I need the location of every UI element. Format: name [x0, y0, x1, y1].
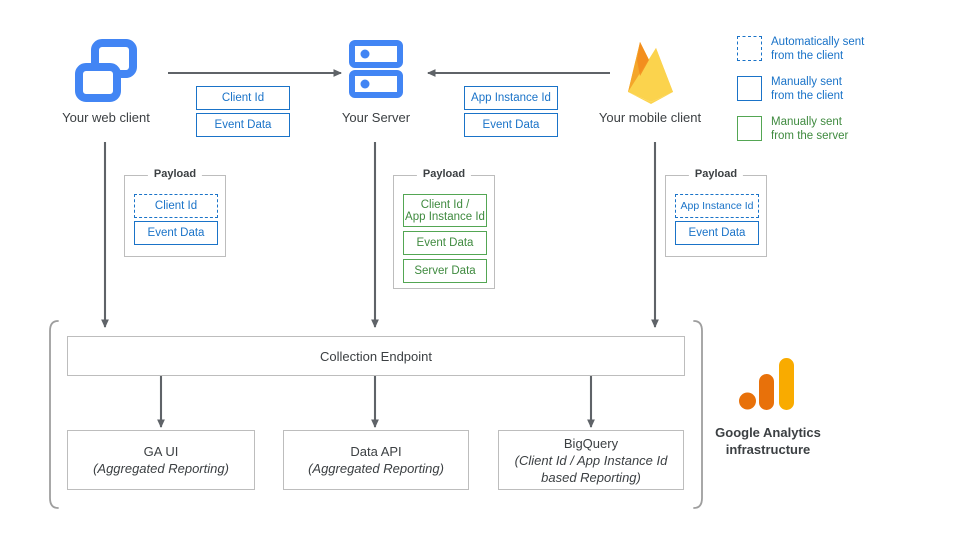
chip-label: Client Id / App Instance Id	[405, 198, 485, 223]
payload-chip-client-id: Client Id	[134, 194, 218, 218]
payload-title: Payload	[688, 168, 744, 180]
legend-item-automatic-client: Automatically sent from the client	[737, 36, 864, 63]
transport-chip-event-data-mobile: Event Data	[464, 113, 558, 137]
payload-chip-event-data: Event Data	[675, 221, 759, 245]
legend-item-manual-server: Manually sent from the server	[737, 116, 848, 143]
transport-chip-event-data: Event Data	[196, 113, 290, 137]
output-box-bigquery[interactable]: BigQuery (Client Id / App Instance Id ba…	[498, 430, 684, 490]
server-label: Your Server	[341, 110, 411, 125]
payload-web-client: Payload Client Id Event Data	[124, 168, 226, 257]
server-icon	[349, 40, 403, 100]
output-subtitle: (Aggregated Reporting)	[308, 461, 444, 476]
legend-swatch-solid-blue-icon	[737, 76, 762, 101]
legend-label: Manually sent from the client	[771, 76, 844, 102]
payload-server: Payload Client Id / App Instance Id Even…	[393, 168, 495, 289]
google-analytics-label: Google Analytics infrastructure	[715, 425, 821, 457]
firebase-icon	[618, 34, 682, 106]
google-analytics-icon	[738, 356, 798, 412]
transport-chip-client-id: Client Id	[196, 86, 290, 110]
output-subtitle: (Client Id / App Instance Id based Repor…	[514, 452, 668, 485]
legend-swatch-solid-green-icon	[737, 116, 762, 141]
transport-chip-app-instance-id: App Instance Id	[464, 86, 558, 110]
payload-title: Payload	[416, 168, 472, 180]
legend-item-manual-client: Manually sent from the client	[737, 76, 843, 103]
payload-title: Payload	[147, 168, 203, 180]
output-title: Data API	[350, 444, 402, 459]
legend-label: Automatically sent from the client	[771, 36, 865, 62]
infrastructure-bracket-left	[49, 320, 59, 509]
output-title: GA UI	[143, 444, 179, 459]
payload-chip-app-instance-id: App Instance Id	[675, 194, 759, 218]
web-client-icon	[72, 36, 140, 104]
infrastructure-bracket-right	[693, 320, 703, 509]
payload-mobile-client: Payload App Instance Id Event Data	[665, 168, 767, 257]
output-box-data-api[interactable]: Data API (Aggregated Reporting)	[283, 430, 469, 490]
mobile-client-label: Your mobile client	[598, 110, 702, 125]
legend-swatch-dashed-blue-icon	[737, 36, 762, 61]
payload-chip-event-data: Event Data	[134, 221, 218, 245]
output-title: BigQuery	[563, 435, 619, 451]
collection-endpoint-box[interactable]: Collection Endpoint	[67, 336, 685, 376]
collection-endpoint-label: Collection Endpoint	[319, 348, 433, 364]
legend-label: Manually sent from the server	[771, 116, 849, 142]
web-client-label: Your web client	[62, 110, 150, 125]
output-box-ga-ui[interactable]: GA UI (Aggregated Reporting)	[67, 430, 255, 490]
payload-chip-client-id-app-instance-id: Client Id / App Instance Id	[403, 194, 487, 227]
payload-chip-server-data: Server Data	[403, 259, 487, 283]
output-subtitle: (Aggregated Reporting)	[93, 461, 229, 476]
payload-chip-event-data: Event Data	[403, 231, 487, 255]
